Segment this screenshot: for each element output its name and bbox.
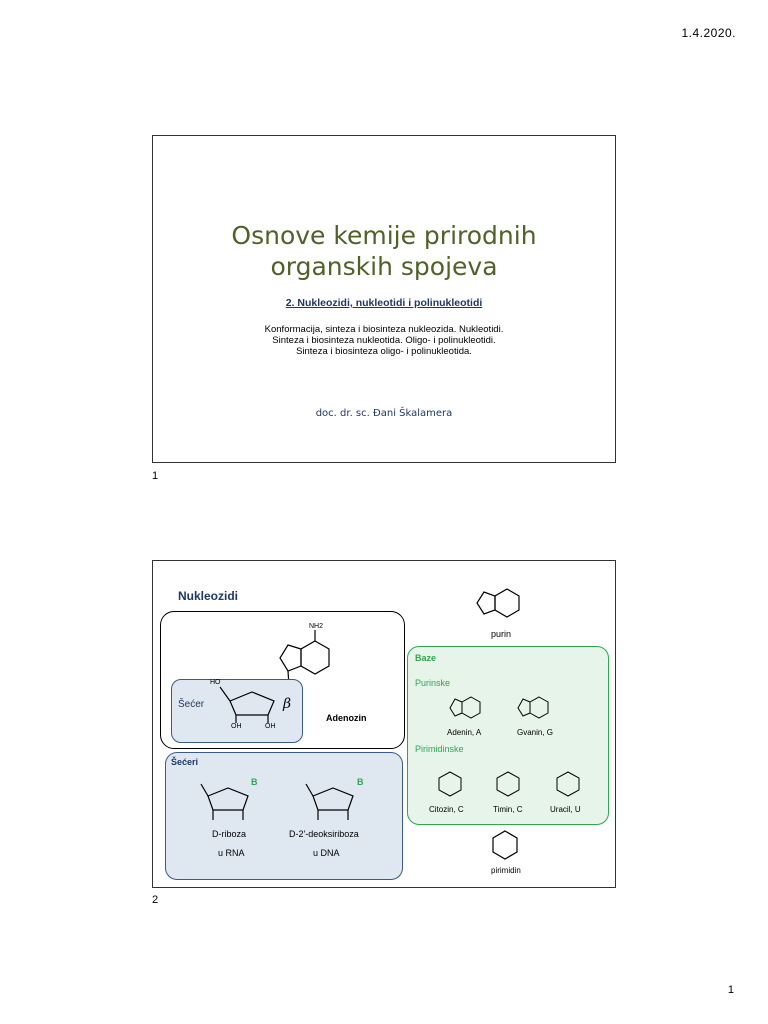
sugar-label: Šećer xyxy=(178,699,205,710)
ho-label: HO xyxy=(210,679,221,686)
adenosine-box xyxy=(160,611,405,749)
pyrimidine-label: pirimidin xyxy=(491,866,521,875)
page-number: 1 xyxy=(727,984,734,996)
bases-heading: Baze xyxy=(415,653,437,663)
ribose-use: u RNA xyxy=(218,848,245,858)
sugars-box xyxy=(165,752,403,880)
uracil-label: Uracil, U xyxy=(550,805,581,814)
ribose-ring-icon xyxy=(219,686,275,723)
ribose-structure-icon xyxy=(200,783,249,820)
author: doc. dr. sc. Đani Škalamera xyxy=(315,408,453,419)
slide-title: Nukleozidi xyxy=(178,589,239,603)
ribose-name: D-riboza xyxy=(212,829,247,839)
pyrimidine-structure-icon xyxy=(492,830,518,860)
cytosine-label: Citozin, C xyxy=(429,805,464,814)
guanine-structure-icon xyxy=(517,696,549,719)
deoxyribose-structure-icon xyxy=(305,783,354,820)
pyrimidines-heading: Pirimidinske xyxy=(415,744,464,754)
purine-structure-icon xyxy=(476,588,520,618)
ribose-base-marker: B xyxy=(251,777,258,787)
slide-2: Nukleozidi purin NH2 HO Šećer β OH OH Ad… xyxy=(152,560,616,888)
title-line-1: Osnove kemije prirodnih xyxy=(231,221,537,250)
title-line-2: organskih spojeva xyxy=(270,252,498,281)
nh2-label: NH2 xyxy=(309,623,324,630)
slide-subtitle: 2. Nukleozidi, nukleotidi i polinukleoti… xyxy=(285,297,483,309)
guanine-label: Gvanin, G xyxy=(517,728,554,737)
deoxyribose-use: u DNA xyxy=(313,848,340,858)
deoxyribose-base-marker: B xyxy=(357,777,364,787)
slide-title: Osnove kemije prirodnih organskih spojev… xyxy=(153,220,615,282)
purine-label: purin xyxy=(491,629,512,639)
slide-number-1: 1 xyxy=(152,470,159,482)
desc-line-1: Konformacija, sinteza i biosinteza nukle… xyxy=(264,324,504,335)
uracil-structure-icon xyxy=(556,771,580,797)
purines-heading: Purinske xyxy=(415,678,451,688)
sugar-box xyxy=(171,679,303,743)
oh-label-2: OH xyxy=(265,723,276,730)
adenosine-label: Adenozin xyxy=(326,713,367,723)
slide-number-2: 2 xyxy=(152,894,159,906)
thymine-structure-icon xyxy=(496,771,520,797)
adenine-label: Adenin, A xyxy=(447,728,482,737)
desc-line-3: Sinteza i biosinteza oligo- i polinukleo… xyxy=(296,346,472,357)
beta-label: β xyxy=(283,696,292,712)
deoxyribose-name: D-2'-deoksiriboza xyxy=(289,829,359,839)
oh-label-1: OH xyxy=(231,723,242,730)
print-date: 1.4.2020. xyxy=(681,26,736,40)
adenosine-base-structure-icon xyxy=(279,630,330,686)
bases-box xyxy=(407,646,609,825)
sugars-heading: Šećeri xyxy=(171,757,199,767)
slide-1: Osnove kemije prirodnih organskih spojev… xyxy=(152,135,616,463)
slide-description: Konformacija, sinteza i biosinteza nukle… xyxy=(153,324,615,357)
thymine-label: Timin, C xyxy=(493,805,523,814)
desc-line-2: Sinteza i biosinteza nukleotida. Oligo- … xyxy=(272,335,496,346)
adenine-structure-icon xyxy=(449,696,481,719)
cytosine-structure-icon xyxy=(438,771,462,797)
